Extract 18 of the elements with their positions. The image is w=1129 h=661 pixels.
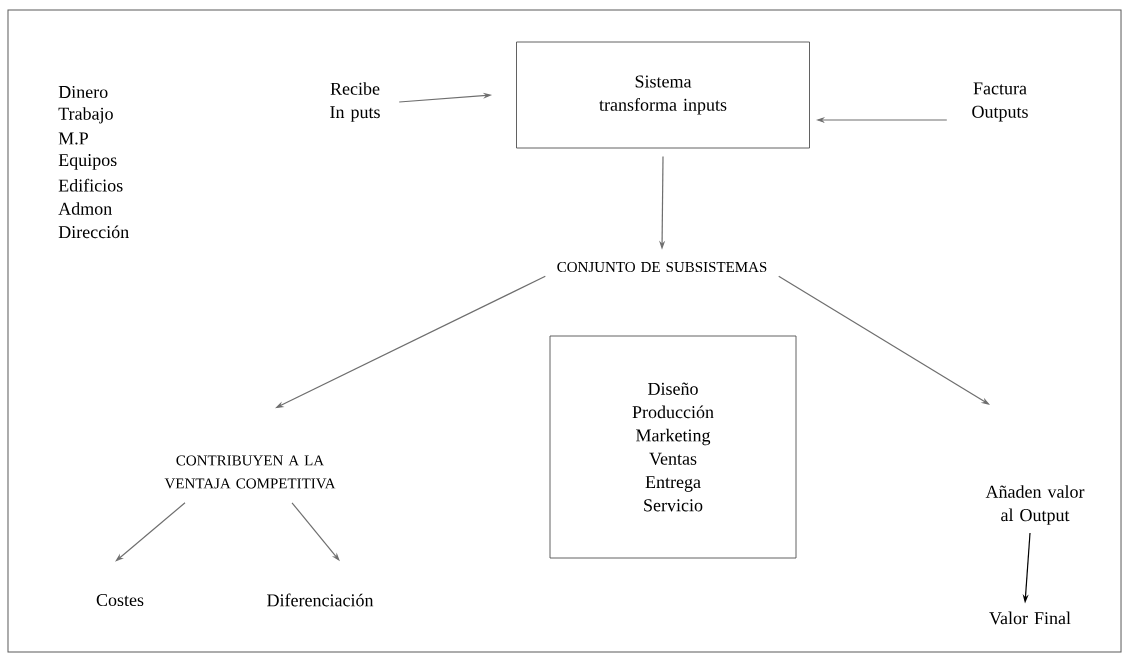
heading-text: CONTRIBUYEN A LA VENTAJA COMPETITIVA	[164, 455, 336, 489]
heading-text: CONJUNTO DE SUBSISTEMAS	[557, 261, 767, 273]
text-box: Diseño Producción Marketing Ventas Entrega Servicio	[549, 335, 797, 559]
node-text: Valor Final	[989, 611, 1071, 625]
list-item: Trabajo	[58, 107, 113, 124]
node-text: Diferenciación	[267, 593, 374, 607]
node-text: Factura Outputs	[972, 82, 1028, 122]
list-item: Dirección	[58, 225, 129, 239]
list-item: Equipos	[58, 154, 117, 170]
node-text: Recibe In puts	[330, 82, 380, 122]
node-text: Costes	[96, 593, 144, 607]
list-item: Dinero	[58, 85, 108, 99]
text-box: Sistema transforma inputs	[516, 41, 810, 149]
arrow	[115, 502, 186, 562]
list-item: Edificios	[58, 178, 123, 192]
list-item: Admon	[58, 202, 112, 215]
node-text: Añaden valor al Output	[985, 485, 1085, 525]
list-item: M.P	[58, 132, 88, 145]
